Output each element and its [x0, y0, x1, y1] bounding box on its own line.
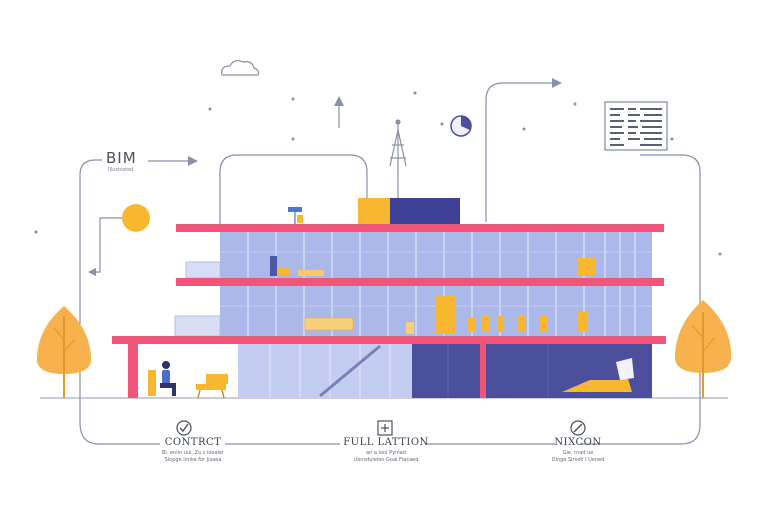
person-seated-icon: [148, 361, 176, 396]
step-desc-full-lattion-1: an a lonl Pyinad: [366, 450, 406, 456]
column-mid: [480, 344, 486, 398]
balcony-left-3: [185, 261, 221, 279]
connector-right: [580, 154, 701, 445]
tree-right-icon: [674, 300, 732, 398]
connector-left: [79, 159, 102, 423]
step-desc-nixcon-1: Gie. rnad ue: [562, 450, 594, 456]
tree-left-icon: [36, 306, 92, 398]
floor-3-slab: [176, 278, 664, 286]
step-desc-contract-1: Bi. eniin uui, Zo.c iooaler: [161, 450, 225, 456]
step-title-contract: CONTRCT: [164, 437, 222, 448]
connector-roof-left: [219, 154, 368, 225]
step-title-full-lattion: FULL LATTION: [343, 437, 429, 448]
column-left: [128, 344, 138, 398]
step-icon-contract: [176, 420, 192, 436]
armchair-left-icon: [196, 374, 228, 399]
rooftop-yellow-box: [358, 198, 390, 225]
arrow-head-bim-icon: [188, 156, 198, 166]
step-desc-nixcon-2: Dinge Slrodil I Uoned: [551, 457, 605, 463]
floor-2-slab: [112, 336, 666, 344]
rooftop-blue-box: [390, 198, 460, 225]
step-icon-nixcon: [570, 420, 586, 436]
step-icon-full-lattion: [377, 420, 393, 436]
step-desc-full-lattion-2: Uonsdulelon Goal Flacaed: [353, 457, 419, 463]
building: [112, 198, 666, 399]
arrow-head-left-icon: [88, 268, 96, 276]
floor-3-furniture: [270, 256, 596, 276]
connector-bottom-left: [79, 422, 160, 445]
connector-right-top: [485, 82, 555, 222]
connector-lines: [79, 82, 701, 445]
ground-floor-glass: [238, 344, 412, 398]
step-desc-contract-2: Slopge lonke for Jisaea: [164, 457, 222, 463]
floor-2-furniture: [304, 296, 587, 334]
cloud-icon: [221, 60, 260, 76]
arrow-head-right-icon: [552, 78, 562, 88]
connector-sun: [92, 217, 125, 273]
pie-gauge-icon: [450, 115, 472, 137]
balcony-left-2: [174, 315, 221, 337]
lounge-chair: [562, 358, 634, 392]
sky-dots: [34, 91, 722, 256]
bim-subtitle: Illustrated: [108, 167, 134, 173]
antenna-tower-icon: [389, 119, 407, 198]
sun-icon: [122, 204, 150, 232]
arrow-head-up-icon: [334, 96, 344, 106]
staircase: [319, 344, 381, 398]
rooftop-sign: [288, 207, 302, 212]
data-panel-icon: [604, 101, 668, 151]
step-title-nixcon: NIXCON: [554, 437, 602, 448]
bim-title: BIM: [106, 149, 137, 167]
roof-slab: [176, 224, 664, 232]
